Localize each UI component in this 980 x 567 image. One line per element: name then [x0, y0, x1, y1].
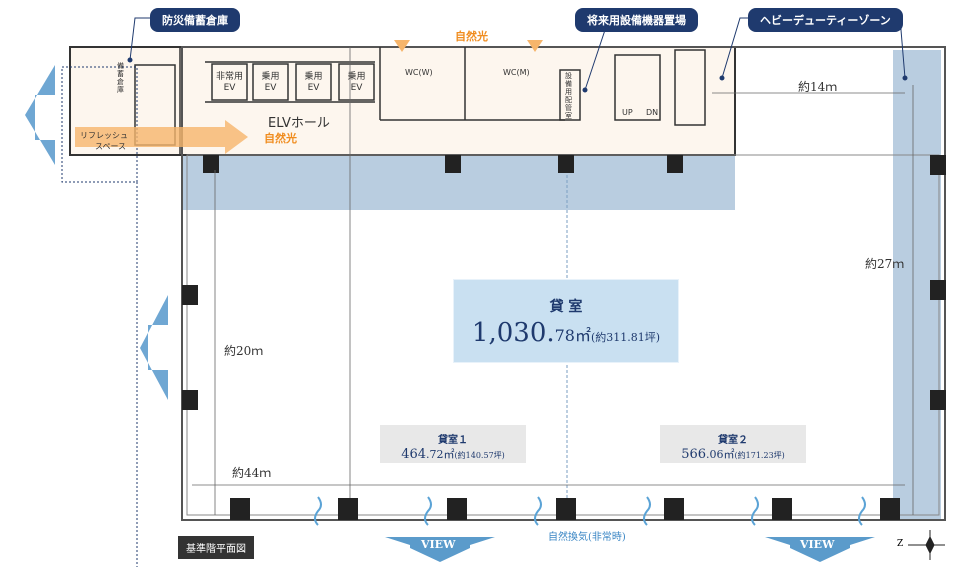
view-label-left-top: VIEW	[32, 99, 46, 134]
compass-icon	[908, 530, 945, 560]
natural-light-top: 自然光	[455, 30, 488, 43]
equipment-room-label: 設備用配管室	[565, 72, 572, 120]
refresh-space-label-1: リフレッシュ	[80, 131, 128, 140]
callout-storage: 防災備蓄倉庫	[150, 8, 240, 32]
dimension-44m: 約44ｍ	[232, 466, 272, 480]
compass-label: Z	[897, 539, 904, 549]
leasable-room-total: 貸 室 1,030.78㎡(約311.81坪)	[453, 279, 679, 363]
ventilation-waves	[314, 496, 866, 526]
wc-men-label: WC(M)	[503, 68, 530, 77]
callout-future-equipment: 将来用設備機器置場	[575, 8, 698, 32]
elv-hall-label: ELVホール	[268, 116, 330, 131]
leasable-room-1: 貸室１ 464.72㎡(約140.57坪)	[380, 425, 526, 463]
dimension-14m: 約14ｍ	[798, 80, 838, 94]
view-arrow-bottom-2	[765, 537, 875, 562]
view-label-left-mid: VIEW	[155, 331, 169, 366]
columns	[182, 155, 946, 520]
callout-heavy-duty: ヘビーデューティーゾーン	[748, 8, 903, 32]
plan-title: 基準階平面図	[178, 536, 254, 559]
leasable-room-2: 貸室２ 566.06㎡(約171.23坪)	[660, 425, 806, 463]
view-label-bottom-2: VIEW	[800, 538, 835, 551]
view-arrow-left-mid	[140, 295, 168, 400]
ventilation-label: 自然換気(非常時)	[548, 532, 626, 543]
view-arrow-left-top	[25, 65, 55, 165]
stair-up: UP	[622, 108, 633, 117]
view-arrow-bottom-1	[385, 537, 495, 562]
storage-small-label: 備蓄倉庫	[117, 62, 124, 94]
natural-light-hall: 自然光	[264, 132, 297, 145]
room-title: 貸 室	[549, 299, 583, 315]
refresh-space-label-2: スペース	[95, 142, 127, 151]
wc-women-label: WC(W)	[405, 68, 433, 77]
view-label-bottom-1: VIEW	[421, 538, 456, 551]
natural-light-arrow	[75, 120, 248, 154]
room-area: 1,030.78㎡(約311.81坪)	[471, 318, 661, 348]
dimension-20m: 約20ｍ	[224, 344, 264, 358]
dimension-27m: 約27ｍ	[865, 257, 905, 271]
stair-dn: DN	[646, 108, 659, 117]
